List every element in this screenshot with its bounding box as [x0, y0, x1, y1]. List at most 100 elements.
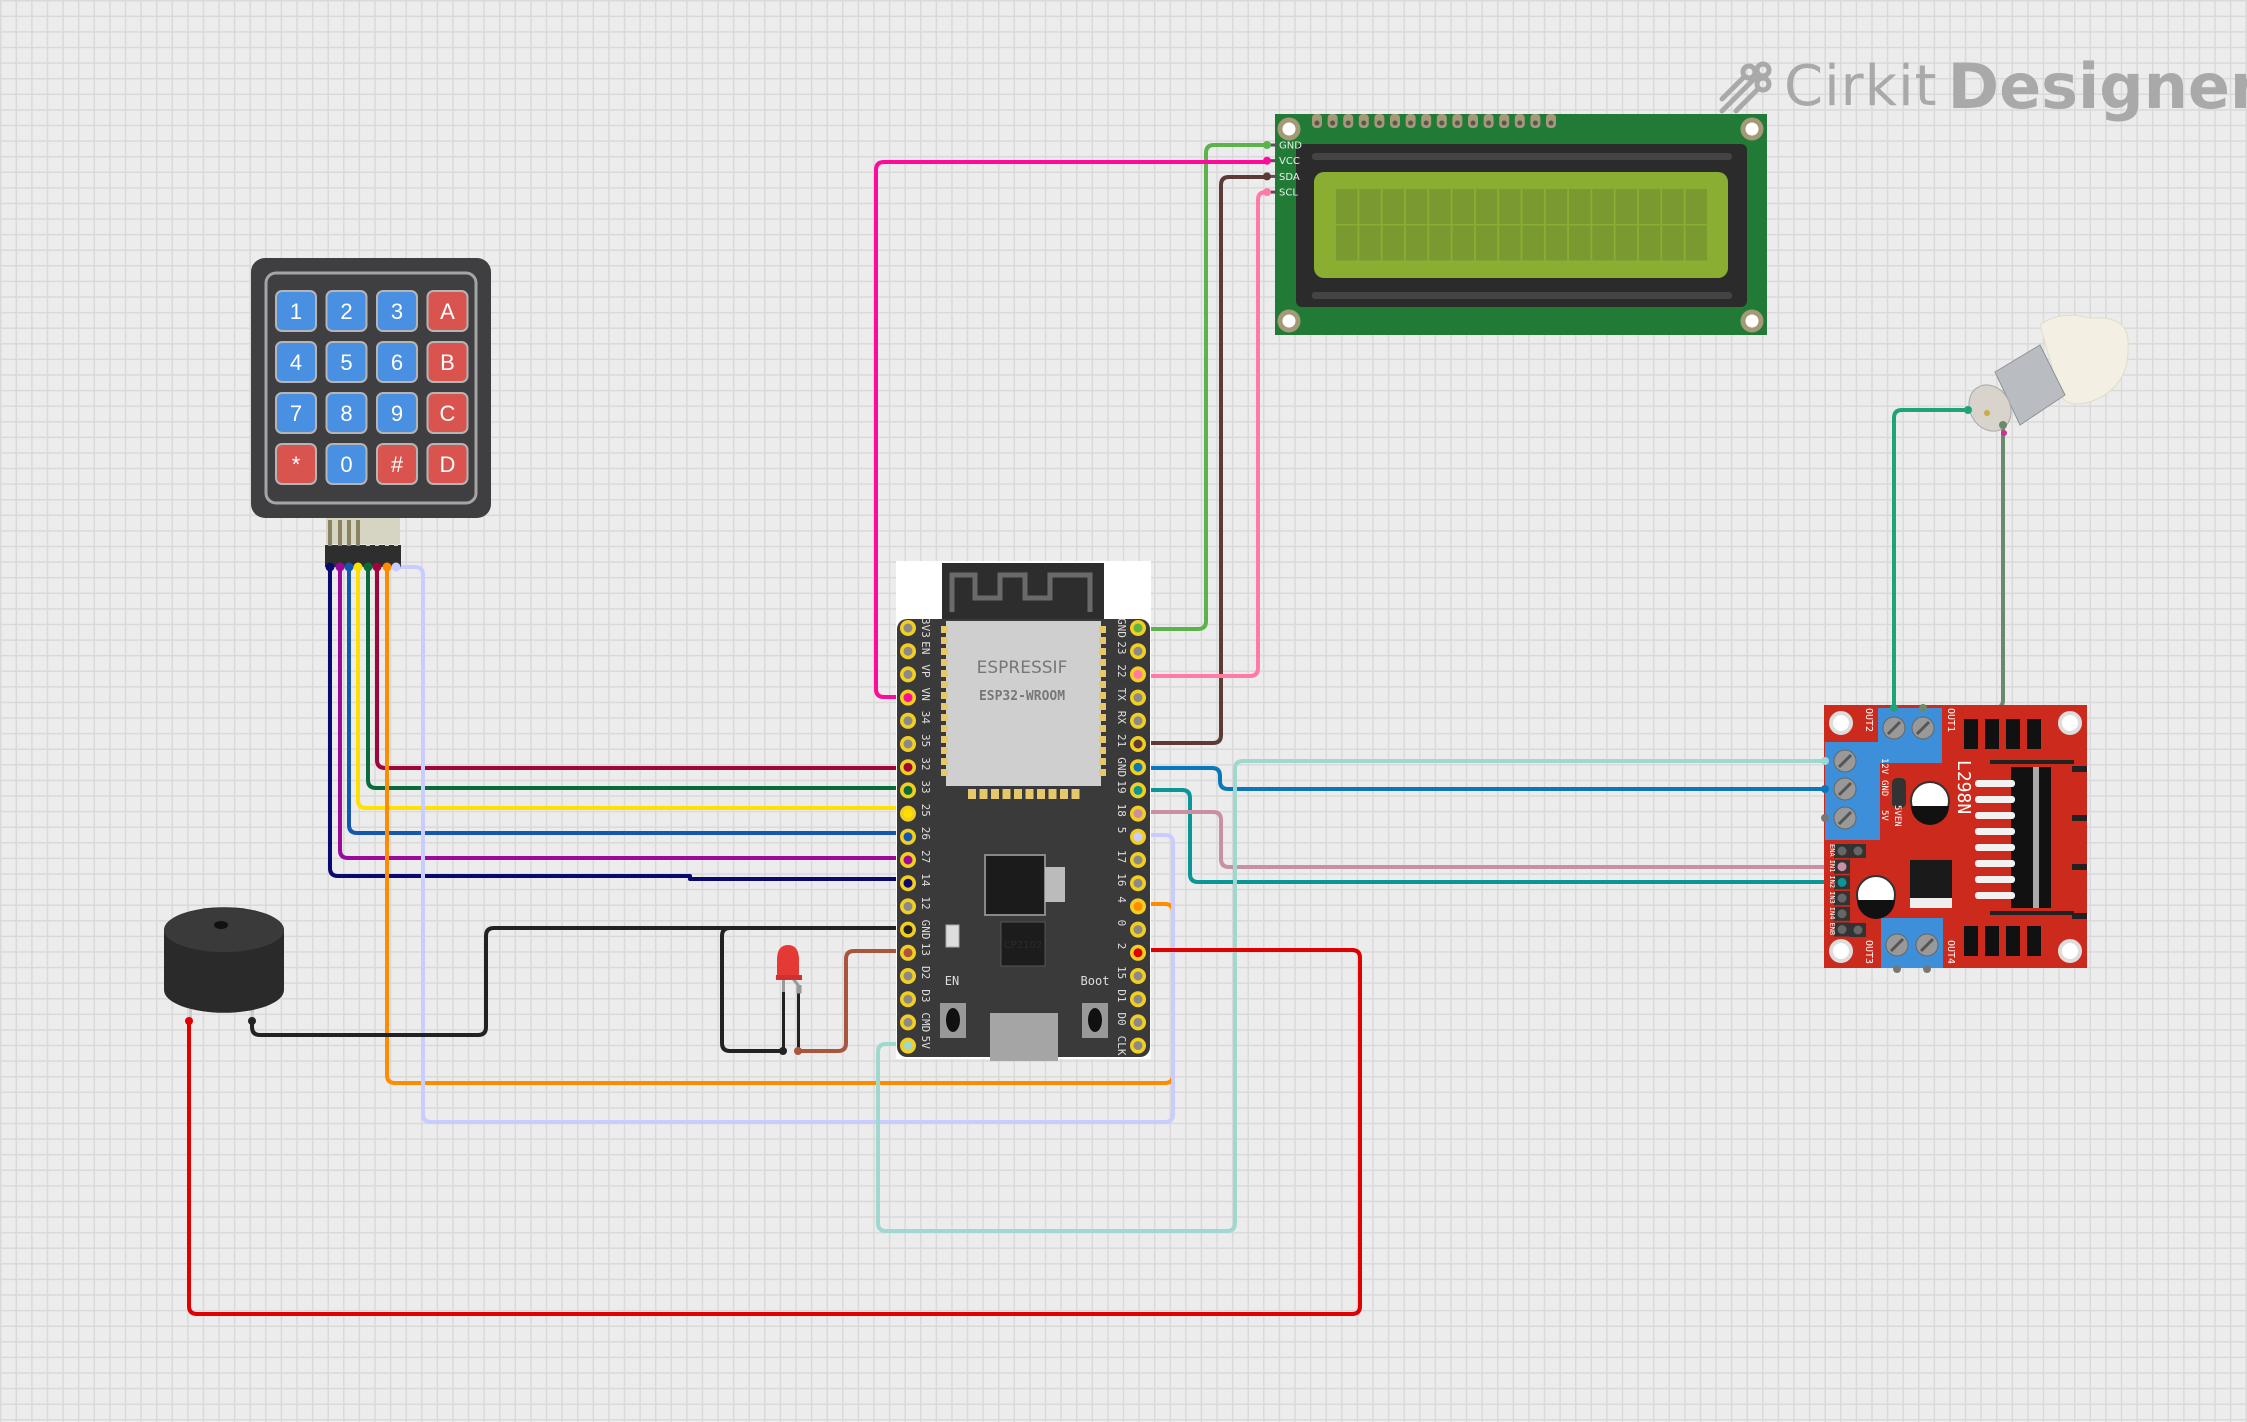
esp32-pin-0-right[interactable] [1133, 925, 1143, 935]
esp32-pin-gnd-right[interactable] [1133, 623, 1143, 633]
esp32-pin-gnd-right[interactable] [1133, 762, 1143, 772]
l298n-pin-ena[interactable] [1837, 846, 1847, 856]
l298n-pin-5v-in[interactable] [1821, 814, 1829, 822]
wire-keypad-c1-esp32-33[interactable] [366, 565, 910, 790]
keypad-key-8[interactable]: 8 [325, 392, 368, 434]
keypad-key-1[interactable]: 1 [275, 290, 317, 332]
esp32-pin-5-right[interactable] [1133, 832, 1143, 842]
esp32-pin-15-right[interactable] [1133, 971, 1143, 981]
l298n-pin-in4[interactable] [1837, 909, 1847, 919]
keypad-key-2[interactable]: 2 [325, 290, 368, 332]
esp32-pin-12-left[interactable] [903, 901, 913, 911]
keypad-key-5[interactable]: 5 [325, 341, 368, 383]
red-led[interactable] [776, 945, 802, 1055]
buzzer-pin-neg[interactable] [248, 1017, 256, 1025]
wire-lcd-vcc-esp32-vn[interactable] [874, 160, 1269, 699]
esp32-devkit[interactable]: ESPRESSIF ESP32-WROOM CP2102 EN Boot 3V3… [896, 561, 1151, 1061]
esp32-pin-34-left[interactable] [903, 716, 913, 726]
keypad-key-9[interactable]: 9 [376, 392, 418, 434]
esp32-pin-vn-left[interactable] [903, 693, 913, 703]
esp32-pin-cmd-left[interactable] [903, 1017, 913, 1027]
esp32-pin-19-right[interactable] [1133, 785, 1143, 795]
wire-lcd-scl-esp32-22[interactable] [1136, 190, 1269, 678]
wire-lcd-sda-esp32-21[interactable] [1136, 175, 1269, 745]
esp32-pin-rx-right[interactable] [1133, 716, 1143, 726]
esp32-pin-16-right[interactable] [1133, 878, 1143, 888]
l298n-pin-out3[interactable] [1893, 965, 1901, 973]
esp32-pin-d2-left[interactable] [903, 971, 913, 981]
keypad-key-6[interactable]: 6 [376, 341, 418, 383]
wire-esp32-19-l298n-in2[interactable] [1136, 788, 1859, 884]
lcd-pin-scl[interactable] [1263, 188, 1271, 197]
wire-keypad-c4-esp32-5[interactable] [394, 565, 1175, 1124]
led-cathode[interactable] [779, 1047, 787, 1055]
esp32-pin-13-left[interactable] [903, 948, 913, 958]
keypad-pin-4[interactable] [353, 562, 363, 572]
esp32-pin-3v3-left[interactable] [903, 623, 913, 633]
keypad-key-a[interactable]: A [426, 290, 469, 332]
wire-lcd-gnd-esp32-gnd[interactable] [1136, 143, 1269, 631]
esp32-pin-32-left[interactable] [903, 762, 913, 772]
wire-keypad-r4-esp32-25[interactable] [356, 565, 910, 810]
esp32-pin-2-right[interactable] [1133, 948, 1143, 958]
wire-keypad-c2-esp32-32[interactable] [375, 565, 910, 770]
lcd-pin-sda[interactable] [1263, 172, 1271, 181]
esp32-pin-17-right[interactable] [1133, 855, 1143, 865]
esp32-pin-d3-left[interactable] [903, 994, 913, 1004]
pump-terminal-pos[interactable] [1964, 406, 1972, 414]
led-anode[interactable] [794, 1047, 802, 1055]
l298n-pin-5v[interactable] [1853, 846, 1863, 856]
l298n-pin-out1[interactable] [1919, 704, 1927, 712]
keypad-key-4[interactable]: 4 [275, 341, 317, 383]
keypad-pin-2[interactable] [335, 562, 345, 572]
keypad-key-star[interactable]: * [275, 443, 317, 485]
wire-keypad-r3-esp32-26[interactable] [347, 565, 910, 835]
esp32-pin-d0-right[interactable] [1133, 1017, 1143, 1027]
l298n-pin-12v[interactable] [1821, 757, 1829, 765]
esp32-pin-4-right[interactable] [1133, 901, 1143, 911]
buzzer-pin-pos[interactable] [185, 1017, 193, 1025]
esp32-pin-vp-left[interactable] [903, 669, 913, 679]
l298n-pin-in3[interactable] [1837, 893, 1847, 903]
wire-l298n-out2-pump-pos[interactable] [1892, 408, 1970, 710]
keypad-key-3[interactable]: 3 [376, 290, 418, 332]
l298n-pin-out4[interactable] [1923, 965, 1931, 973]
l298n-pin-in2[interactable] [1837, 877, 1847, 887]
keypad-key-hash[interactable]: # [376, 443, 418, 485]
l298n-pin-in1[interactable] [1837, 862, 1847, 872]
keypad-pin-6[interactable] [372, 562, 382, 572]
esp32-pin-tx-right[interactable] [1133, 693, 1143, 703]
wire-keypad-r1-esp32-14[interactable] [328, 565, 910, 881]
esp32-pin-en-left[interactable] [903, 646, 913, 656]
keypad-key-0[interactable]: 0 [325, 443, 368, 485]
wire-esp32-gnd-buzzer-neg[interactable] [250, 926, 910, 1037]
wire-esp32-18-l298n-in1[interactable] [1136, 810, 1859, 869]
esp32-pin-d1-right[interactable] [1133, 994, 1143, 1004]
keypad-key-7[interactable]: 7 [275, 392, 317, 434]
wire-esp32-2-buzzer-pos[interactable] [187, 948, 1362, 1316]
keypad-pin-5[interactable] [363, 562, 373, 572]
keypad-key-b[interactable]: B [426, 341, 469, 383]
esp32-pin-18-right[interactable] [1133, 809, 1143, 819]
esp32-pin-27-left[interactable] [903, 855, 913, 865]
esp32-pin-25-left[interactable] [903, 809, 913, 819]
wire-keypad-r2-esp32-27[interactable] [338, 565, 910, 860]
l298n-driver[interactable]: L298N OUT2 OUT1 OUT3 OUT4 12V GND 5V 5VE… [1821, 704, 2087, 973]
wire-esp32-13-led-anode[interactable] [796, 949, 910, 1053]
usb-port[interactable] [990, 1013, 1058, 1061]
keypad-key-c[interactable]: C [426, 392, 469, 434]
lcd-pin-gnd[interactable] [1263, 141, 1271, 149]
wire-esp32-gnd-led-cathode[interactable] [720, 926, 802, 1053]
esp32-pin-14-left[interactable] [903, 878, 913, 888]
keypad-pin-1[interactable] [325, 562, 335, 572]
dc-water-pump[interactable] [1961, 314, 2129, 439]
esp32-pin-21-right[interactable] [1133, 739, 1143, 749]
esp32-pin-gnd-left[interactable] [903, 925, 913, 935]
esp32-pin-26-left[interactable] [903, 832, 913, 842]
esp32-pin-35-left[interactable] [903, 739, 913, 749]
keypad-pin-7[interactable] [382, 562, 392, 572]
esp32-pin-22-right[interactable] [1133, 669, 1143, 679]
esp32-pin-23-right[interactable] [1133, 646, 1143, 656]
